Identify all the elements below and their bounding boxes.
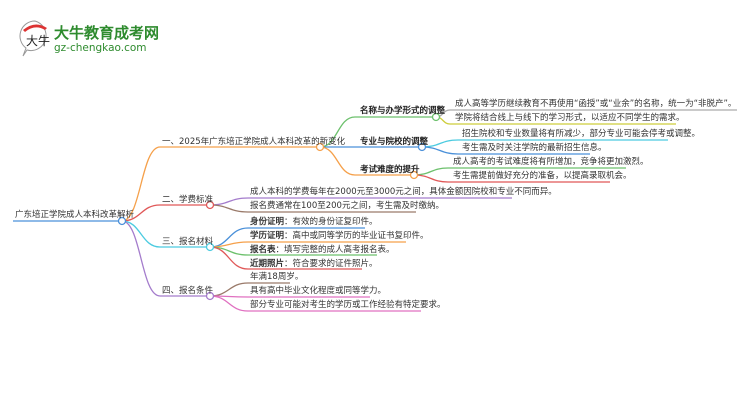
leaf: 考生需及时关注学院的最新招生信息。: [462, 143, 607, 153]
branch-3[interactable]: 三、报名材料: [162, 237, 214, 247]
leaf-text: ：高中或同等学历的毕业证书复印件。: [284, 231, 429, 241]
leaf: 学历证明：高中或同等学历的毕业证书复印件。: [250, 231, 429, 241]
branch-connector: [121, 220, 210, 297]
leaf: 考生需提前做好充分的准备，以提高录取机会。: [453, 171, 632, 181]
logo-name: 大牛教育成考网: [54, 24, 160, 42]
root-node[interactable]: 广东培正学院成人本科改革解析: [15, 210, 135, 220]
leaf-key: 身份证明: [250, 217, 285, 227]
leaf: 招生院校和专业数量将有所减少，部分专业可能会停考或调整。: [462, 129, 701, 139]
leaf: 成人本科的学费每年在2000元至3000元之间，具体金额因院校和专业不同而异。: [250, 187, 557, 197]
sub-2[interactable]: 专业与院校的调整: [360, 137, 429, 147]
branch-1-toggle[interactable]: [315, 142, 325, 152]
root-toggle[interactable]: [117, 216, 127, 226]
leaf: 近期照片：符合要求的证件照片。: [250, 259, 378, 269]
leaf: 学院将结合线上与线下的学习形式，以适应不同学生的需求。: [455, 113, 685, 123]
branch-2-toggle[interactable]: [205, 200, 215, 210]
leaf: 成人高考的考试难度将有所增加，竞争将更加激烈。: [453, 157, 649, 167]
branch-connector: [121, 220, 210, 248]
leaf: 年满18周岁。: [250, 272, 304, 282]
sub-3-toggle[interactable]: [409, 170, 419, 180]
svg-text:大牛: 大牛: [26, 33, 50, 48]
leaf-connector: [413, 174, 610, 183]
sub-3[interactable]: 考试难度的提升: [360, 165, 420, 175]
sub-2-toggle[interactable]: [417, 142, 427, 152]
leaf: 成人高等学历继续教育不再使用“函授”或“业余”的名称，统一为“非脱产”。: [455, 99, 737, 109]
branch-2[interactable]: 二、学费标准: [162, 195, 214, 205]
leaf-connector: [209, 295, 421, 312]
logo-url: gz-chengkao.com: [54, 42, 147, 54]
leaf: 具有高中毕业文化程度或同等学力。: [250, 286, 387, 296]
branch-connector: [121, 146, 320, 222]
leaf: 报名表：填写完整的成人高考报名表。: [250, 245, 395, 255]
leaf: 部分专业可能对考生的学历或工作经验有特定要求。: [250, 300, 446, 310]
logo-mark-icon: 大牛: [19, 20, 50, 57]
leaf: 报名费通常在100至200元之间，考生需及时缴纳。: [250, 201, 444, 211]
branch-3-toggle[interactable]: [205, 242, 215, 252]
branch-1[interactable]: 一、2025年广东培正学院成人本科改革的新变化: [162, 137, 346, 147]
leaf-key: 学历证明: [250, 231, 285, 241]
sub-1-toggle[interactable]: [431, 112, 441, 122]
sub-connector: [319, 146, 414, 176]
leaf-connector: [421, 146, 590, 155]
leaf: 身份证明：有效的身份证复印件。: [250, 217, 378, 227]
leaf-text: ：有效的身份证复印件。: [284, 217, 378, 227]
leaf-text: ：填写完整的成人高考报名表。: [275, 245, 395, 255]
sub-connector: [319, 116, 436, 148]
leaf-connector: [209, 295, 370, 298]
branch-4-toggle[interactable]: [205, 291, 215, 301]
branch-connector: [121, 204, 210, 222]
leaf-key: 报名表: [250, 245, 276, 255]
leaf-connector: [209, 246, 362, 270]
branch-4[interactable]: 四、报名条件: [162, 286, 214, 296]
leaf-key: 近期照片: [250, 259, 285, 269]
leaf-text: ：符合要求的证件照片。: [284, 259, 378, 269]
sub-1[interactable]: 名称与办学形式的调整: [360, 106, 446, 116]
leaf-connector: [209, 204, 416, 213]
